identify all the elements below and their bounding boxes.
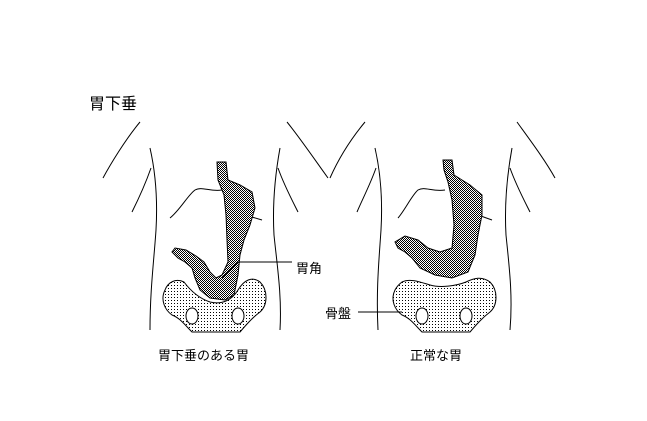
figure-ptosis	[102, 121, 329, 333]
torso-left-side	[149, 147, 158, 331]
left-shoulder-line	[102, 121, 141, 179]
normal-caption: 正常な胃	[410, 349, 463, 364]
torso-right-side	[272, 147, 281, 331]
pelvis-label: 骨盤	[325, 307, 352, 322]
ptosis-caption: 胃下垂のある胃	[158, 349, 250, 364]
figure-normal	[329, 121, 556, 333]
normal-stomach	[394, 159, 483, 279]
right-shoulder-line	[286, 121, 329, 179]
ptosis-stomach	[171, 161, 256, 301]
diagram-title: 胃下垂	[89, 94, 138, 113]
stomach-angle-label: 胃角	[296, 262, 323, 277]
normal-pelvis	[392, 277, 497, 333]
angle-leader-line	[221, 261, 292, 279]
